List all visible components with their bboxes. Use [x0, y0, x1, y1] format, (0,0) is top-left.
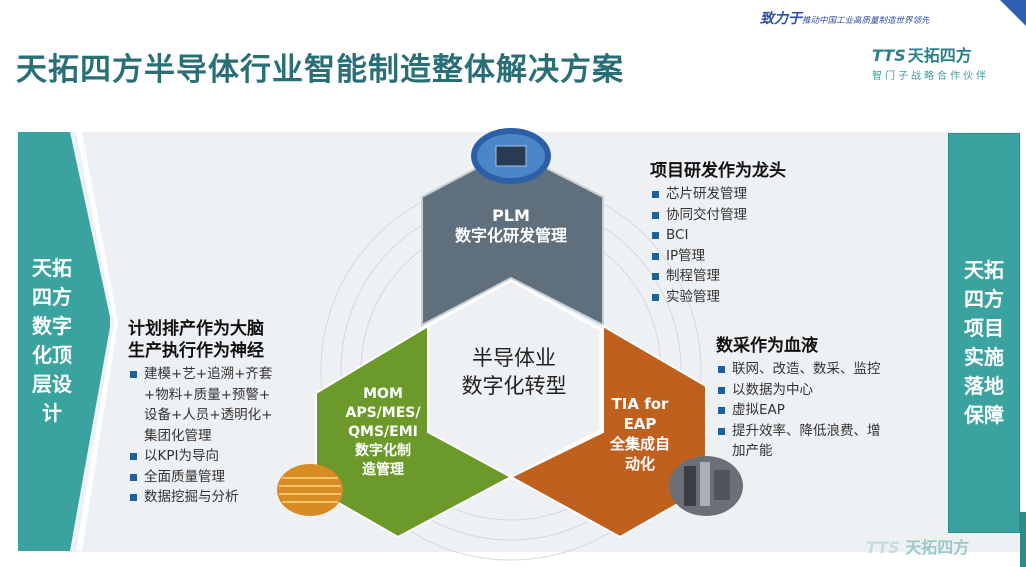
rd-list: 芯片研发管理 协同交付管理 BCI IP管理 制程管理 实验管理	[650, 184, 786, 307]
tts-logo-icon: TTS	[866, 538, 900, 557]
rd-block: 项目研发作为龙头 芯片研发管理 协同交付管理 BCI IP管理 制程管理 实验管…	[650, 160, 786, 307]
data-list: 联网、改造、数采、监控 以数据为中心 虚拟EAP 提升效率、降低浪费、增 加产能	[716, 359, 881, 462]
list-item: 全面质量管理	[128, 467, 272, 488]
tia-chevron	[508, 324, 707, 539]
right-band-text: 天拓 四方 项目 实施 落地 保障	[964, 258, 1004, 427]
data-block: 数采作为血液 联网、改造、数采、监控 以数据为中心 虚拟EAP 提升效率、降低浪…	[716, 335, 881, 462]
left-band-text: 天拓 四方 数字 化顶 层设 计	[32, 256, 72, 425]
planning-list: 建模+艺+追溯+齐套 +物料+质量+预警+ 设备+人员+透明化+ 集团化管理 以…	[128, 364, 272, 508]
list-item-continuation: 集团化管理	[144, 427, 212, 444]
mom-label: MOM APS/MES/ QMS/EMI 数字化制 造管理	[345, 386, 421, 478]
list-item: 联网、改造、数采、监控	[716, 359, 881, 380]
logo-subtitle: 智门子战略合作伙伴	[872, 71, 989, 82]
list-item: 虚拟EAP	[716, 400, 881, 421]
list-item: 建模+艺+追溯+齐套	[128, 364, 272, 385]
data-heading: 数采作为血液	[716, 336, 818, 356]
left-band: 天拓 四方 数字 化顶 层设 计	[18, 132, 118, 551]
page-title: 天拓四方半导体行业智能制造整体解决方案	[16, 52, 624, 88]
list-item: 实验管理	[650, 287, 786, 308]
list-item: 数据挖掘与分析	[128, 487, 272, 508]
list-item: 以KPI为导向	[128, 446, 272, 467]
list-item: 以数据为中心	[716, 380, 881, 401]
slogan: 致力于推动中国工业高质量制造世界领先	[760, 8, 930, 28]
planning-heading-1: 计划排产作为大脑	[128, 319, 264, 339]
rd-heading: 项目研发作为龙头	[650, 161, 786, 181]
slogan-big: 致力于	[760, 11, 802, 27]
list-item-continuation: 设备+人员+透明化+	[144, 407, 273, 423]
planning-block: 计划排产作为大脑 生产执行作为神经 建模+艺+追溯+齐套 +物料+质量+预警+ …	[128, 318, 272, 508]
plm-label: PLM 数字化研发管理	[454, 206, 567, 245]
list-item-continuation: 加产能	[732, 443, 773, 459]
tia-label: TIA for EAP 全集成自 动化	[609, 395, 670, 473]
planning-heading-2: 生产执行作为神经	[128, 341, 264, 361]
list-item: 协同交付管理	[650, 205, 786, 226]
left-chevron-shape	[18, 132, 118, 551]
tts-logo-icon: TTS	[872, 46, 906, 65]
equipment-image-icon	[669, 456, 743, 516]
footer-logo: TTS 天拓四方	[866, 534, 969, 558]
list-item: 提升效率、降低浪费、增	[716, 421, 881, 442]
list-item: 芯片研发管理	[650, 184, 786, 205]
list-item: BCI	[650, 225, 786, 246]
logo-name: 天拓四方	[907, 46, 972, 65]
corner-decoration	[1000, 0, 1026, 26]
list-item-continuation: +物料+质量+预警+	[144, 386, 271, 403]
chip-image-icon	[471, 128, 551, 184]
right-edge-accent	[1020, 512, 1026, 567]
wafer-image-icon	[277, 464, 343, 516]
list-item: 制程管理	[650, 266, 786, 287]
right-band: 天拓 四方 项目 实施 落地 保障	[948, 133, 1020, 533]
center-label: 半导体业 数字化转型	[461, 346, 567, 398]
list-item: IP管理	[650, 246, 786, 267]
slogan-small: 推动中国工业高质量制造世界领先	[802, 16, 930, 26]
footer-logo-name: 天拓四方	[905, 538, 970, 557]
